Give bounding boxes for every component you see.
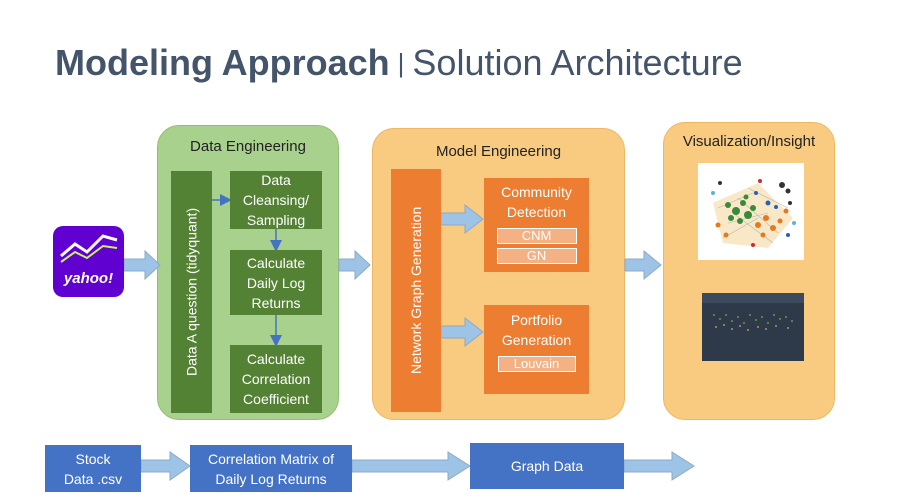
graph-data-label: Graph Data [510, 458, 584, 474]
arrow-network-to-portfolio [440, 316, 484, 348]
page-title: Modeling Approach|Solution Architecture [55, 42, 743, 84]
method-cnm: CNM [496, 228, 577, 244]
model-engineering-title: Model Engineering [435, 143, 562, 160]
stock-data-csv-box: Stock Data .csv [45, 445, 141, 492]
step-correlation-coefficient-label: Calculate Correlation Coefficient [241, 351, 311, 407]
step-correlation-coefficient: Calculate Correlation Coefficient [230, 345, 322, 413]
arrow-network-to-community [440, 203, 484, 235]
arrow-corr-to-graph [351, 451, 471, 481]
network-graph-vertical-bar: Network Graph Generation [391, 169, 441, 412]
dashboard-image [702, 293, 804, 331]
arrow-yahoo-to-data-eng [123, 249, 161, 281]
title-rest: Solution Architecture [412, 42, 743, 83]
title-bold: Modeling Approach [55, 42, 390, 83]
visualization-title: Visualization/Insight [682, 133, 816, 150]
portfolio-generation-label: Portfolio Generation [501, 312, 572, 348]
step-daily-log-returns: Calculate Daily Log Returns [230, 250, 322, 315]
data-question-vertical-bar: Data A question (tidyquant) [171, 171, 212, 413]
graph-data-box: Graph Data [470, 443, 624, 489]
network-graph-image [711, 179, 796, 248]
portfolio-generation-box: Portfolio Generation Louvain [484, 305, 589, 394]
stock-data-csv-label: Stock Data .csv [63, 450, 123, 487]
step-data-cleansing: Data Cleansing/ Sampling [230, 171, 322, 229]
dashboard-thumbnail [702, 293, 804, 361]
step-daily-log-returns-label: Calculate Daily Log Returns [246, 254, 306, 311]
correlation-matrix-box: Correlation Matrix of Daily Log Returns [190, 445, 352, 492]
arrow-graph-out [623, 451, 695, 481]
network-graph-thumbnail [698, 163, 804, 260]
arrow-model-eng-to-viz [624, 249, 662, 281]
yahoo-finance-chart-icon [60, 234, 118, 263]
yahoo-logo: yahoo! [53, 226, 124, 297]
step-data-cleansing-label: Data Cleansing/ Sampling [242, 172, 310, 228]
title-separator: | [397, 48, 405, 78]
correlation-matrix-label: Correlation Matrix of Daily Log Returns [207, 450, 335, 487]
community-detection-box: Community Detection CNM GN [484, 178, 589, 272]
community-detection-label: Community Detection [501, 184, 572, 220]
arrow-stock-to-corr [140, 451, 191, 481]
network-graph-label: Network Graph Generation [408, 206, 424, 375]
method-gn: GN [496, 248, 577, 264]
data-engineering-title: Data Engineering [190, 138, 306, 155]
data-question-label: Data A question (tidyquant) [183, 207, 200, 377]
yahoo-logo-text: yahoo! [63, 270, 114, 287]
method-louvain: Louvain [497, 356, 576, 372]
arrow-data-eng-to-model-eng [338, 249, 371, 281]
